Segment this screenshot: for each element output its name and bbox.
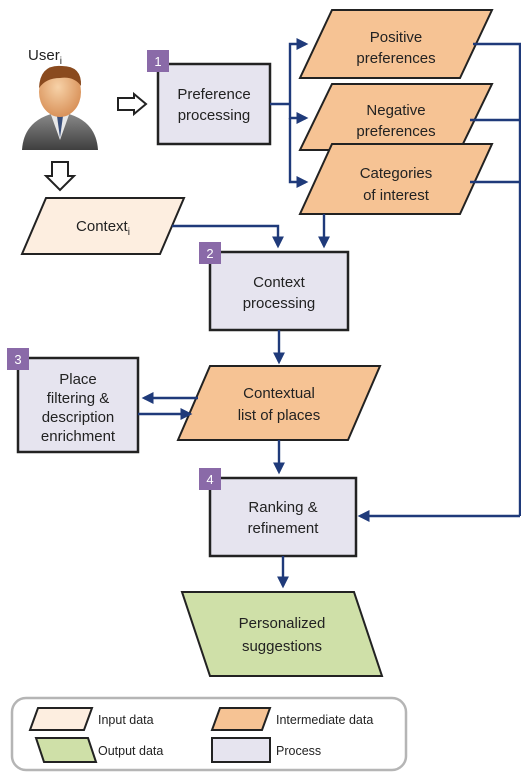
process-label: enrichment [41,428,116,445]
connector [288,38,309,104]
legend-output-label: Output data [98,744,163,758]
process-4-ranking-refinement: 4 Ranking & refinement [199,468,358,558]
legend-box [10,696,408,772]
step-number: 1 [154,54,161,69]
data-label: suggestions [242,638,322,655]
input-context: Contexti [20,197,186,255]
legend-input-label: Input data [98,713,154,727]
legend-process-swatch [211,737,271,763]
legend-output-swatch [34,737,98,763]
user-label: Useri [28,47,62,67]
user-avatar-icon [22,65,98,150]
step-number: 2 [206,246,213,261]
data-label: Contextual [243,385,315,402]
process-label: refinement [248,520,320,537]
connector [288,104,309,124]
step-badge [199,468,221,490]
process-label: Ranking & [248,499,317,516]
process-label: Place [59,371,97,388]
data-label: of interest [363,187,430,204]
intermediate-negative-preferences: Negative preferences [298,83,494,151]
data-label: Negative [366,102,425,119]
intermediate-positive-preferences: Positive preferences [298,9,494,79]
process-label: Context [253,274,306,291]
process-label: Preference [177,86,250,103]
process-label: processing [178,107,251,124]
context-label: Contexti [76,218,130,238]
connector [288,118,309,188]
legend: Input data Intermediate data Output data… [10,696,408,772]
output-personalized-suggestions: Personalized suggestions [180,591,384,677]
process-2-context-processing: 2 Context processing [199,242,350,332]
step-badge [147,50,169,72]
process-3-place-filtering: 3 Place filtering & description enrichme… [7,348,140,454]
process-label: processing [243,295,316,312]
intermediate-contextual-list-of-places: Contextual list of places [176,365,382,441]
data-label: Personalized [239,615,326,632]
user-node: Useri [22,47,98,150]
data-label: list of places [238,407,321,424]
step-badge [199,242,221,264]
process-1-preference-processing: 1 Preference processing [147,50,272,146]
data-label: Positive [370,29,423,46]
step-number: 3 [14,352,21,367]
legend-intermediate-label: Intermediate data [276,713,373,727]
legend-intermediate-swatch [210,707,272,731]
step-number: 4 [206,472,213,487]
data-label: preferences [356,123,435,140]
process-label: description [42,409,115,426]
connector [172,224,284,249]
intermediate-categories-of-interest: Categories of interest [298,143,494,215]
data-label: Categories [360,165,433,182]
connector [473,42,521,516]
process-label: filtering & [47,390,110,407]
hollow-arrow-down-icon [43,161,77,192]
legend-input-swatch [28,707,94,731]
data-label: preferences [356,50,435,67]
step-badge [7,348,29,370]
hollow-arrow-right-icon [117,91,148,117]
legend-process-label: Process [276,744,321,758]
